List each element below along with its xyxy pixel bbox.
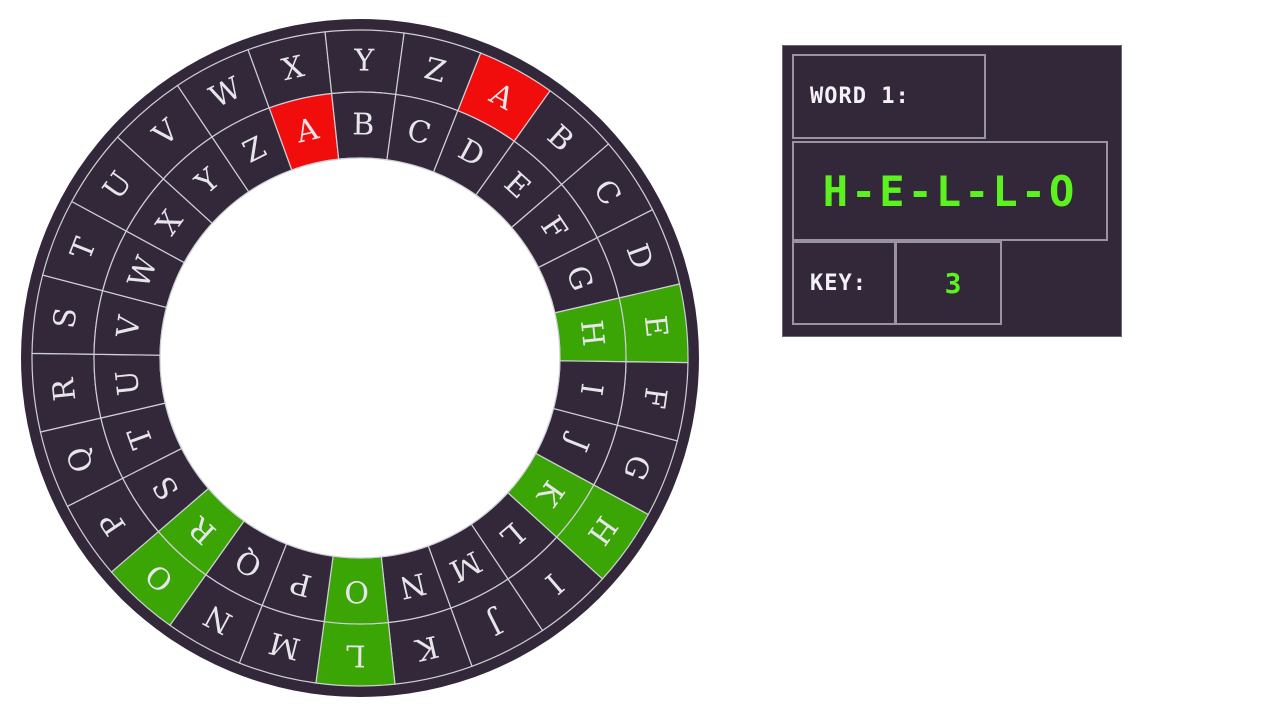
word-value: H-E-L-L-O: [822, 166, 1078, 216]
word-value-box: H-E-L-L-O: [792, 141, 1108, 241]
inner-cell-h[interactable]: H: [554, 297, 627, 363]
outer-letter: S: [47, 306, 84, 331]
inner-cell-b[interactable]: B: [331, 91, 397, 161]
cipher-info-panel: WORD 1: H-E-L-L-O KEY: 3: [782, 45, 1122, 337]
key-label: KEY:: [810, 270, 867, 296]
outer-cell-t[interactable]: T: [41, 200, 128, 292]
inner-cell-r[interactable]: R: [157, 487, 245, 576]
inner-cell-m[interactable]: M: [427, 523, 509, 609]
outer-cell-q[interactable]: Q: [39, 417, 124, 508]
outer-cell-e[interactable]: E: [618, 283, 689, 364]
outer-cell-v[interactable]: V: [116, 84, 213, 180]
outer-letter: L: [346, 637, 366, 672]
outer-cell-l[interactable]: L: [315, 620, 396, 687]
outer-cell-f[interactable]: F: [616, 361, 689, 442]
wheel-center: [159, 157, 561, 559]
inner-letter: O: [344, 573, 369, 608]
outer-cell-a[interactable]: A: [457, 52, 551, 143]
outer-cell-s[interactable]: S: [31, 274, 104, 355]
outer-cell-o[interactable]: O: [110, 530, 207, 627]
outer-letter: F: [636, 385, 673, 410]
word-label-box: WORD 1:: [792, 54, 986, 139]
inner-cell-z[interactable]: Z: [211, 107, 293, 193]
inner-cell-n[interactable]: N: [380, 545, 452, 624]
word-label: WORD 1:: [810, 84, 910, 109]
inner-cell-t[interactable]: T: [100, 402, 183, 480]
inner-cell-x[interactable]: X: [125, 177, 214, 264]
key-value: 3: [944, 266, 965, 300]
outer-cell-k[interactable]: K: [387, 607, 473, 685]
outer-letter: Y: [353, 43, 375, 78]
outer-cell-n[interactable]: N: [169, 573, 263, 664]
outer-cell-g[interactable]: G: [592, 424, 679, 516]
inner-cell-s[interactable]: S: [121, 447, 210, 533]
inner-letter: B: [352, 107, 375, 142]
inner-cell-f[interactable]: F: [510, 183, 599, 269]
outer-cell-d[interactable]: D: [596, 208, 681, 299]
inner-cell-o[interactable]: O: [323, 555, 389, 625]
inner-cell-a[interactable]: A: [268, 92, 340, 171]
outer-cell-x[interactable]: X: [247, 31, 333, 109]
key-value-box[interactable]: 3: [895, 241, 1002, 325]
outer-letter: E: [637, 314, 674, 340]
inner-letter: I: [573, 381, 609, 397]
inner-cell-l[interactable]: L: [470, 491, 558, 580]
outer-cell-j[interactable]: J: [450, 578, 544, 668]
inner-letter: U: [110, 368, 147, 397]
outer-cell-y[interactable]: Y: [324, 29, 405, 96]
inner-cell-v[interactable]: V: [93, 289, 168, 356]
inner-letter: H: [573, 318, 611, 348]
inner-cell-d[interactable]: D: [432, 109, 516, 196]
outer-cell-r[interactable]: R: [31, 352, 102, 433]
outer-letter: R: [46, 375, 83, 403]
inner-cell-g[interactable]: G: [537, 236, 620, 314]
key-label-box: KEY:: [792, 241, 896, 325]
inner-cell-p[interactable]: P: [261, 543, 334, 623]
